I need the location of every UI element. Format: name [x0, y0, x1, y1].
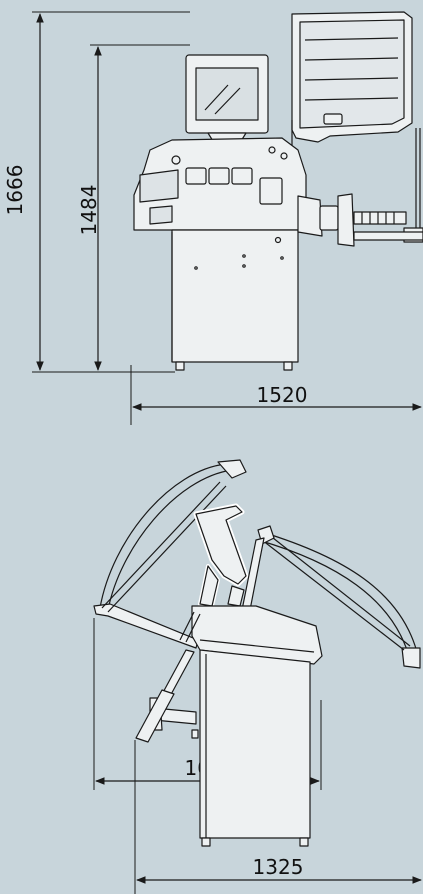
overall-width-label: 1520: [257, 383, 308, 407]
dimension-body-height: 1484: [77, 44, 190, 371]
dimension-overall-width: 1520: [130, 365, 422, 425]
body-height-label: 1484: [77, 185, 101, 236]
front-machine-drawing: [133, 11, 423, 371]
front-view: 1666 1484 1520: [3, 11, 423, 425]
side-machine-drawing: [93, 459, 421, 847]
side-view: 1069 1325: [93, 459, 422, 894]
overall-depth-label: 1325: [253, 855, 304, 879]
dimension-overall-height: 1666: [3, 11, 190, 373]
overall-height-label: 1666: [3, 165, 27, 216]
dimension-overall-depth: 1325: [134, 740, 422, 894]
